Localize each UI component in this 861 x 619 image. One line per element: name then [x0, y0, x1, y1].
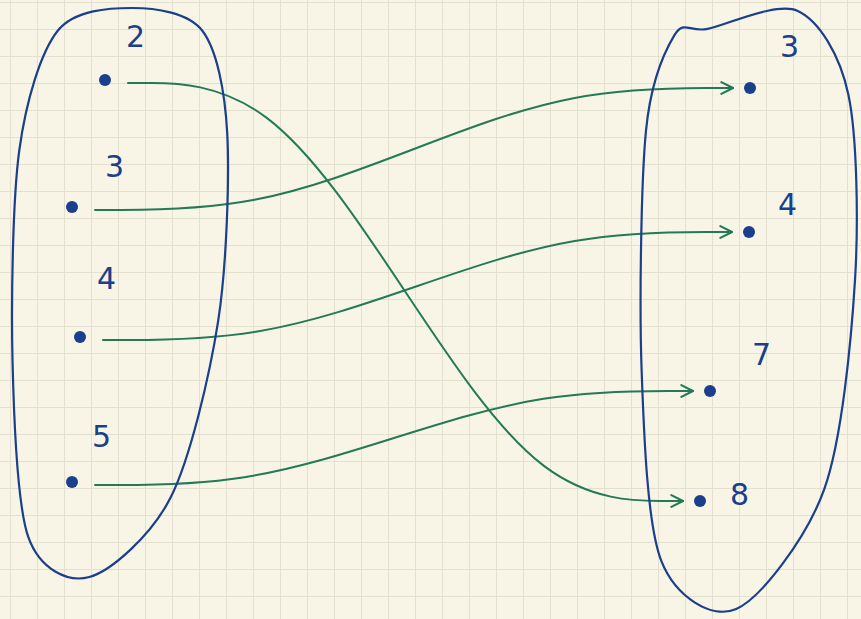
- set-outline: [5, 5, 237, 580]
- element-dot: 8: [691, 492, 709, 510]
- element-point: [704, 385, 716, 397]
- element-point: [66, 201, 78, 213]
- mapping-arrow: [128, 83, 683, 501]
- element-dot: 7: [701, 382, 719, 400]
- element-point: [694, 495, 706, 507]
- element-point: [66, 476, 78, 488]
- element-label: 4: [97, 262, 116, 296]
- mapping-arrow: [95, 88, 733, 210]
- element-dot: 3: [63, 198, 81, 216]
- element-point: [743, 226, 755, 238]
- element-label: 3: [780, 30, 799, 64]
- set-oval: 3 4 7 8: [632, 8, 858, 612]
- element-label: 4: [778, 188, 797, 222]
- element-point: [99, 74, 111, 86]
- element-label: 3: [105, 150, 124, 184]
- mapping-arrow: [95, 391, 693, 485]
- mapping-arrow: [103, 232, 732, 340]
- element-dot: 3: [741, 79, 759, 97]
- element-dot: 4: [71, 328, 89, 346]
- set-outline: [632, 8, 858, 612]
- element-dot: 2: [96, 71, 114, 89]
- set-oval: 2 3 4 5: [5, 5, 237, 580]
- element-label: 5: [92, 420, 111, 454]
- element-dot: 5: [63, 473, 81, 491]
- set-outline-path: [641, 9, 857, 612]
- element-point: [74, 331, 86, 343]
- element-label: 8: [730, 478, 749, 512]
- element-label: 7: [752, 338, 771, 372]
- element-point: [744, 82, 756, 94]
- set-outline-path: [12, 8, 228, 578]
- element-label: 2: [126, 20, 145, 54]
- element-dot: 4: [740, 223, 758, 241]
